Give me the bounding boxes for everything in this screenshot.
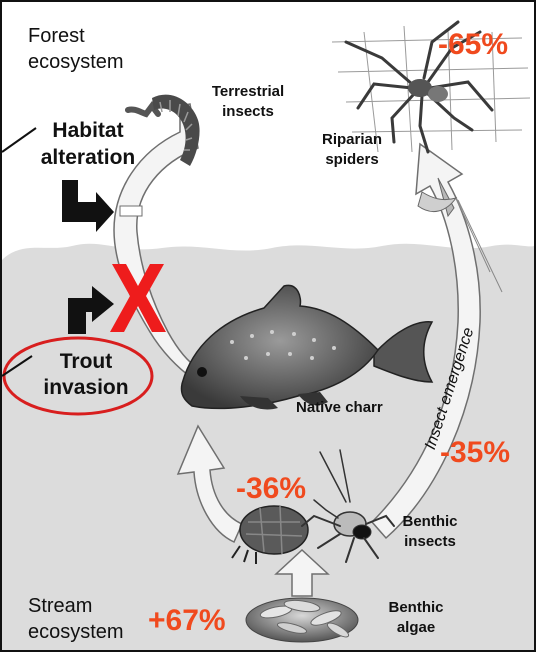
habitat-alteration-label-line1: Habitat [52,119,123,142]
native-charr-label: Native charr [296,399,383,416]
benthic-insects-label-line1: Benthic [402,513,457,530]
benthic-insects-label-line2: insects [404,533,456,550]
trout-invasion-label-line2: invasion [43,376,128,399]
arrow-gap-upper [120,206,142,216]
algae-change-label: +67% [148,604,226,637]
riparian-spiders-label-line1: Riparian [322,131,382,148]
spider-change-label: -65% [438,28,508,61]
riparian-spiders-label-line2: spiders [325,151,378,168]
stream-label-line2: ecosystem [28,621,124,643]
terrestrial-insects-label-line1: Terrestrial [212,83,284,100]
forest-label-line1: Forest [28,25,85,47]
benthic-algae-label-line2: algae [397,619,435,636]
benthic-insects-change-label: -36% [236,472,306,505]
habitat-pressure-arrow [62,180,114,232]
stream-label-line1: Stream [28,595,92,617]
habitat-alteration-label-line2: alteration [41,146,136,169]
benthic-algae-label-line1: Benthic [388,599,443,616]
trout-invasion-label-line1: Trout [60,350,113,373]
algae-icon [246,598,358,642]
terrestrial-insects-label-line2: insects [222,103,274,120]
emergence-change-label: -35% [440,436,510,469]
forest-label-line2: ecosystem [28,51,124,73]
habitat-callout-line [2,128,36,152]
